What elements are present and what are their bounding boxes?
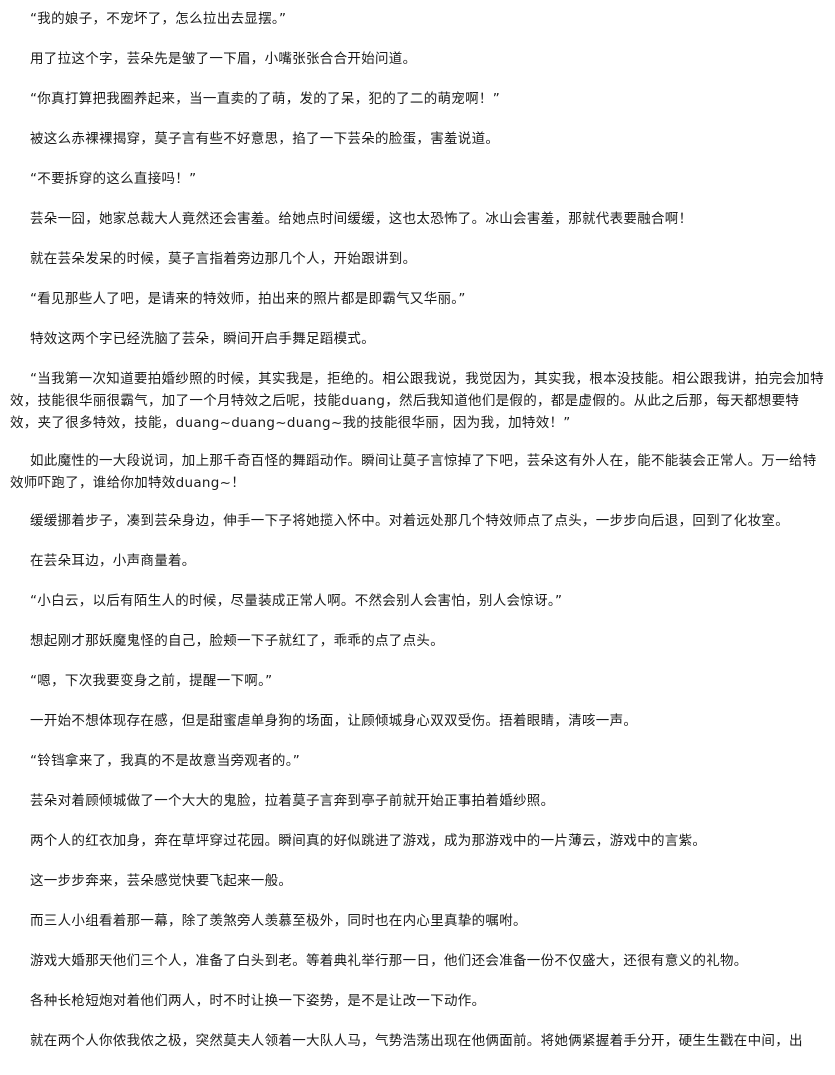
paragraph-25: 就在两个人你侬我侬之极，突然莫夫人领着一大队人马，气势浩荡出现在他俩面前。将她俩… [30, 1033, 803, 1049]
paragraph-11: 如此魔性的一大段说词，加上那千奇百怪的舞蹈动作。瞬间让莫子言惊掉了下吧，芸朵这有… [10, 453, 817, 491]
paragraph-6: 芸朵一囧，她家总裁大人竟然还会害羞。给她点时间缓缓，这也太恐怖了。冰山会害羞，那… [30, 211, 693, 227]
paragraph-17: 一开始不想体现存在感，但是甜蜜虐单身狗的场面，让顾倾城身心双双受伤。捂着眼睛，清… [30, 713, 638, 729]
paragraph-23: 游戏大婚那天他们三个人，准备了白头到老。等着典礼举行那一日，他们还会准备一份不仅… [30, 953, 748, 969]
paragraph-16: “嗯，下次我要变身之前，提醒一下啊。” [30, 673, 273, 689]
paragraph-12: 缓缓挪着步子，凑到芸朵身边，伸手一下子将她揽入怀中。对着远处那几个特效师点了点头… [30, 513, 789, 529]
paragraph-2: 用了拉这个字，芸朵先是皱了一下眉，小嘴张张合合开始问道。 [30, 51, 417, 67]
paragraph-24: 各种长枪短炮对着他们两人，时不时让换一下姿势，是不是让改一下动作。 [30, 993, 486, 1009]
paragraph-1: “我的娘子，不宠坏了，怎么拉出去显摆。” [30, 11, 287, 27]
paragraph-20: 两个人的红衣加身，奔在草坪穿过花园。瞬间真的好似跳进了游戏，成为那游戏中的一片薄… [30, 833, 707, 849]
paragraph-7: 就在芸朵发呆的时候，莫子言指着旁边那几个人，开始跟讲到。 [30, 251, 417, 267]
paragraph-13: 在芸朵耳边，小声商量着。 [30, 553, 196, 569]
paragraph-10: “当我第一次知道要拍婚纱照的时候，其实我是，拒绝的。相公跟我说，我觉因为，其实我… [10, 371, 824, 431]
paragraph-4: 被这么赤裸裸揭穿，莫子言有些不好意思，掐了一下芸朵的脸蛋，害羞说道。 [30, 131, 500, 147]
paragraph-18: “铃铛拿来了，我真的不是故意当旁观者的。” [30, 753, 301, 769]
paragraph-19: 芸朵对着顾倾城做了一个大大的鬼脸，拉着莫子言奔到亭子前就开始正事拍着婚纱照。 [30, 793, 555, 809]
paragraph-21: 这一步步奔来，芸朵感觉快要飞起来一般。 [30, 873, 293, 889]
paragraph-3: “你真打算把我圈养起来，当一直卖的了萌，发的了呆，犯的了二的萌宠啊！” [30, 91, 500, 107]
paragraph-14: “小白云，以后有陌生人的时候，尽量装成正常人啊。不然会别人会害怕，别人会惊讶。” [30, 593, 563, 609]
paragraph-5: “不要拆穿的这么直接吗！” [30, 171, 197, 187]
paragraph-9: 特效这两个字已经洗脑了芸朵，瞬间开启手舞足蹈模式。 [30, 331, 375, 347]
paragraph-15: 想起刚才那妖魔鬼怪的自己，脸颊一下子就红了，乖乖的点了点头。 [30, 633, 444, 649]
paragraph-8: “看见那些人了吧，是请来的特效师，拍出来的照片都是即霸气又华丽。” [30, 291, 466, 307]
paragraph-22: 而三人小组看着那一幕，除了羡煞旁人羡慕至极外，同时也在内心里真挚的嘱咐。 [30, 913, 527, 929]
